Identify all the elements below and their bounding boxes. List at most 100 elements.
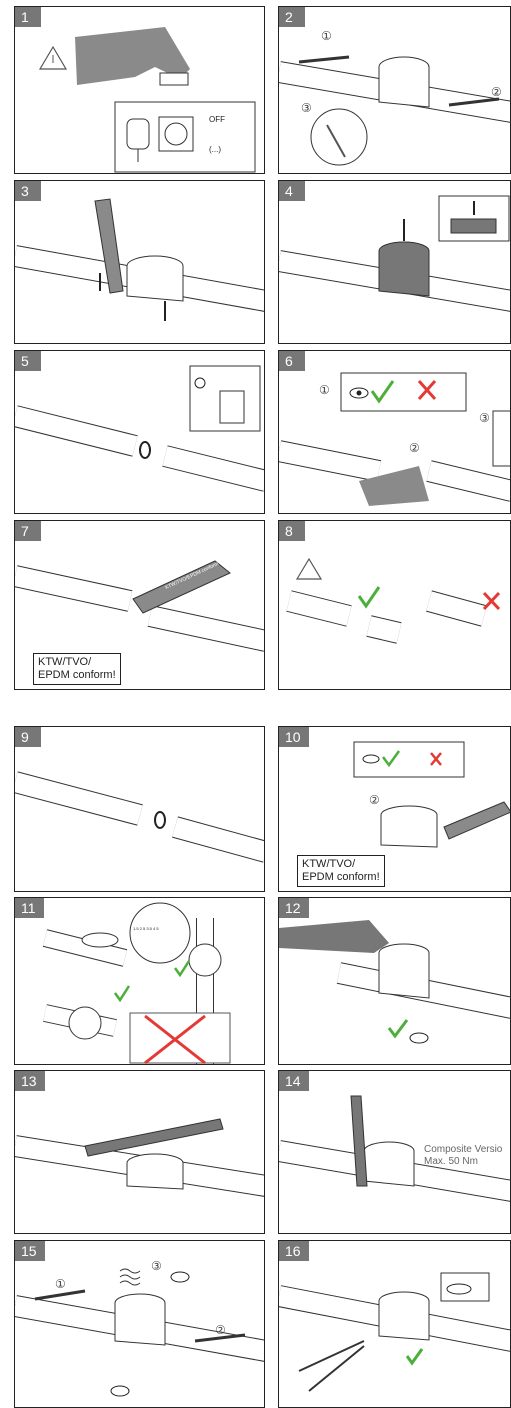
- circle-two: ②: [369, 793, 380, 807]
- check-icon: [173, 960, 191, 978]
- check-icon: [113, 985, 131, 1003]
- step-8-illustration: [286, 557, 501, 644]
- magnifier-circle: [129, 902, 191, 964]
- step-2-panel: 2 ① ② ③: [278, 6, 511, 174]
- torque-note: Composite Versio Max. 50 Nm: [424, 1144, 503, 1167]
- circle-one: ①: [319, 383, 330, 397]
- step-number: 4: [279, 181, 305, 201]
- circle-two: ②: [215, 1323, 226, 1337]
- switch-icon: [159, 72, 189, 86]
- cross-icon: [482, 591, 501, 611]
- check-icon: [357, 586, 381, 609]
- step-number: 15: [15, 1241, 45, 1261]
- step-5-panel: 5: [14, 350, 265, 514]
- meter-body: [380, 815, 438, 848]
- cloth-icon: [359, 466, 429, 506]
- valve-handle-icon: [298, 55, 350, 64]
- dots-label: (...): [209, 145, 221, 154]
- wrench-icon: [94, 198, 124, 294]
- eye-icon: [349, 387, 369, 399]
- step-6-panel: 6 ① ② ③: [278, 350, 511, 514]
- step-16-panel: 16: [278, 1240, 511, 1408]
- gasket-icon: [139, 441, 151, 459]
- step-number: 14: [279, 1071, 309, 1091]
- step-number: 7: [15, 521, 41, 541]
- step-16-illustration: [279, 1272, 510, 1392]
- valve-handle-icon: [448, 97, 500, 107]
- off-label: OFF: [209, 115, 225, 124]
- step-number: 10: [279, 727, 309, 747]
- detail-circle: [310, 108, 368, 166]
- cross-icon: [417, 380, 437, 400]
- step-8-panel: 8: [278, 520, 511, 690]
- step-2-illustration: [279, 55, 510, 166]
- meter-body: [378, 251, 430, 297]
- step-3-illustration: [15, 198, 264, 321]
- washing-machine-icon: [158, 116, 194, 152]
- step-3-panel: 3: [14, 180, 265, 344]
- circle-one: ①: [321, 29, 332, 43]
- eye-icon: [170, 1271, 190, 1283]
- step-12-illustration: [279, 920, 510, 1044]
- step-10-panel: 10 ② KTW/TVO/ EPDM conform!: [278, 726, 511, 892]
- step-4-panel: 4: [278, 180, 511, 344]
- meter-body: [126, 1163, 184, 1190]
- spirit-level-icon: [84, 1118, 224, 1157]
- valve-handle-icon: [34, 1289, 86, 1301]
- step-10-illustration: [353, 741, 510, 848]
- step-1-panel: 1 OFF (...): [14, 6, 265, 174]
- step-11-panel: 11 1.5 2.5 3.5 4 5: [14, 897, 265, 1065]
- step-1-illustration: [38, 27, 256, 173]
- valve-handle-icon: [194, 1333, 246, 1343]
- eye-icon: [110, 1385, 130, 1397]
- gasket-icon: [154, 811, 166, 829]
- step-15-illustration: [15, 1268, 264, 1397]
- step-4-illustration: [279, 195, 510, 312]
- step-13-illustration: [15, 1118, 264, 1197]
- cross-icon: [430, 752, 442, 766]
- step-number: 13: [15, 1071, 45, 1091]
- step-9-panel: 9: [14, 726, 265, 892]
- hand-icon: [75, 27, 190, 85]
- step-number: 5: [15, 351, 41, 371]
- cross-icon: [144, 1014, 206, 1064]
- step-11-illustration: [42, 902, 231, 1064]
- eye-icon: [409, 1032, 429, 1044]
- seal-ring-icon: [446, 1283, 472, 1295]
- step-number: 1: [15, 7, 41, 27]
- step-number: 16: [279, 1241, 309, 1261]
- meter-scale: 1.5 2.5 3.5 4 5: [133, 926, 159, 931]
- step-number: 3: [15, 181, 41, 201]
- warning-icon: [38, 45, 68, 70]
- lubricant-tube-icon: [443, 801, 510, 840]
- wrench-icon: [350, 1095, 368, 1187]
- trash-bin-icon: [219, 390, 245, 424]
- conform-label: KTW/TVO/ EPDM conform!: [297, 855, 385, 887]
- step-13-panel: 13: [14, 1070, 265, 1234]
- warning-icon: [295, 557, 323, 580]
- step-number: 8: [279, 521, 305, 541]
- step-number: 11: [15, 898, 44, 918]
- circle-two: ②: [491, 85, 502, 99]
- step-number: 9: [15, 727, 41, 747]
- water-wave-icon: [119, 1268, 141, 1286]
- circle-three: ③: [301, 101, 312, 115]
- step-number: 12: [279, 898, 309, 918]
- step-number: 2: [279, 7, 305, 27]
- step-12-panel: 12: [278, 897, 511, 1065]
- eye-icon: [362, 754, 380, 764]
- step-5-illustration: [15, 365, 264, 492]
- step-7-panel: 7 KTW/TVO/EPDM conform KTW/TVO/ EPDM con…: [14, 520, 265, 690]
- circle-three: ③: [479, 411, 490, 425]
- step-7-illustration: [15, 560, 264, 652]
- circle-three: ③: [151, 1259, 162, 1273]
- meter-body: [378, 1301, 430, 1341]
- conform-label: KTW/TVO/ EPDM conform!: [33, 653, 121, 685]
- hand-icon: [279, 920, 389, 953]
- brick-wall: [129, 1012, 231, 1064]
- pliers-icon: [298, 1340, 365, 1392]
- step-number: 6: [279, 351, 305, 371]
- meter-body: [114, 1303, 166, 1346]
- check-icon: [382, 750, 401, 768]
- check-icon: [387, 1019, 409, 1039]
